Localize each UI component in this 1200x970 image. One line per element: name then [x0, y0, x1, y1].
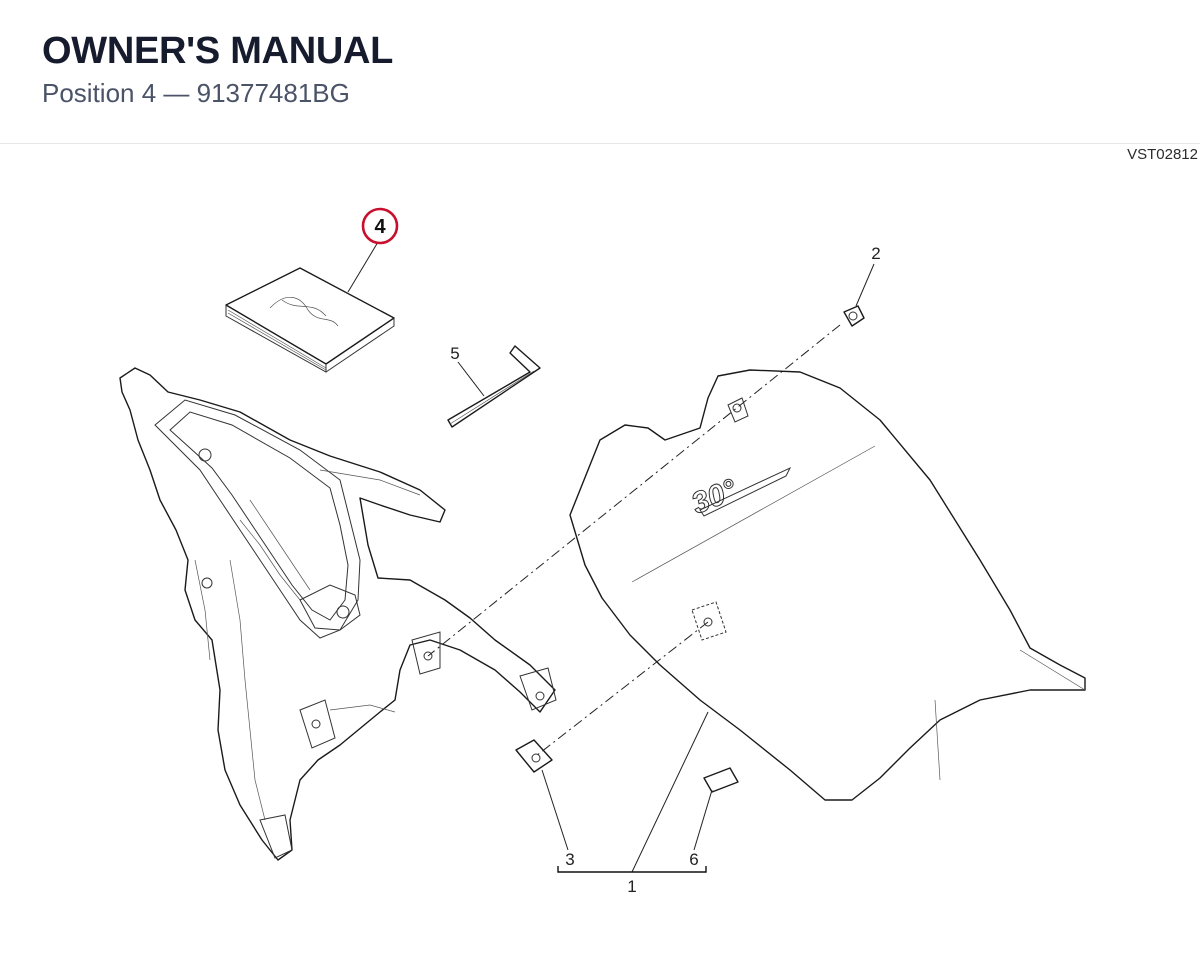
hex-key[interactable]	[447, 345, 541, 428]
leader-2	[855, 263, 875, 307]
callout-3[interactable]: 3	[565, 850, 574, 869]
callout-2[interactable]: 2	[871, 244, 880, 263]
header: OWNER'S MANUAL Position 4 — 91377481BG	[0, 0, 1200, 144]
assembly-line-screw	[427, 324, 841, 657]
leader-4	[347, 241, 379, 293]
group-bracket	[557, 866, 707, 873]
clip-nut[interactable]	[515, 739, 553, 773]
assembly-line-clip	[535, 621, 709, 757]
position-subtitle: Position 4 — 91377481BG	[42, 78, 350, 108]
leader-5	[457, 361, 485, 397]
adhesive-pad[interactable]	[703, 767, 739, 793]
highlight-circle	[361, 207, 399, 245]
leader-6	[693, 789, 713, 851]
callout-1[interactable]: 1	[627, 877, 636, 896]
callout-5[interactable]: 5	[450, 344, 459, 363]
callout-4[interactable]: 4	[374, 216, 386, 238]
drawing-code: VST02812	[1127, 146, 1198, 163]
leader-3	[541, 769, 569, 851]
rear-subframe[interactable]	[119, 367, 557, 861]
leader-1	[631, 711, 709, 873]
screw[interactable]	[843, 305, 865, 327]
callout-6[interactable]: 6	[689, 850, 698, 869]
owners-manual-booklet[interactable]	[225, 267, 395, 373]
page-title: OWNER'S MANUAL	[42, 30, 394, 72]
seat[interactable]: 30°	[569, 369, 1086, 801]
